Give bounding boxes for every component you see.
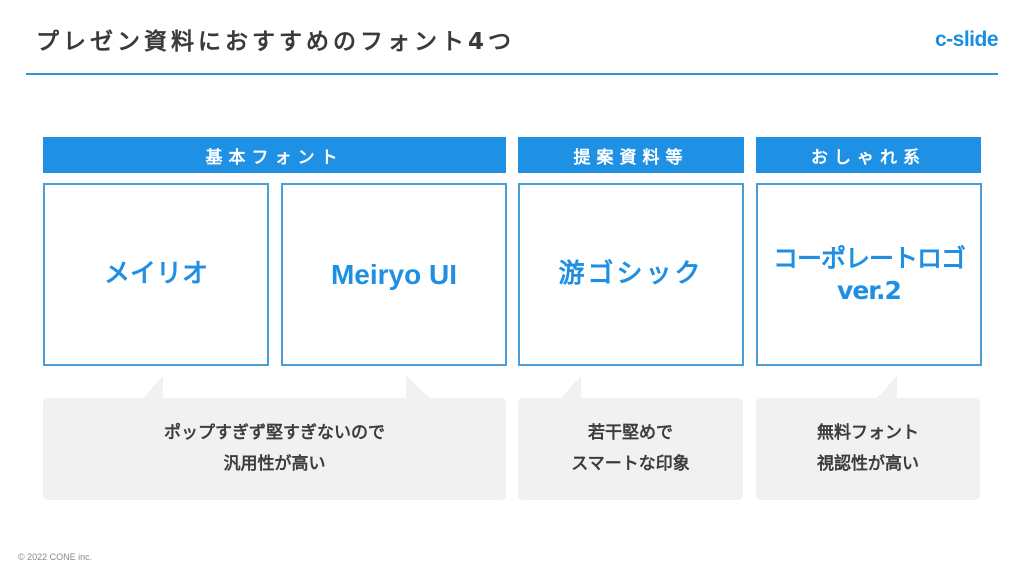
font-card-yu-gothic: 游ゴシック — [518, 183, 744, 366]
category-header-basic: 基本フォント — [43, 137, 506, 173]
font-card-meiryo: メイリオ — [43, 183, 269, 366]
title-divider — [26, 73, 998, 75]
category-header-proposal: 提案資料等 — [518, 137, 744, 173]
category-header-stylish: おしゃれ系 — [756, 137, 981, 173]
copyright-notice: © 2022 CONE inc. — [18, 552, 93, 562]
font-name: Meiryo UI — [330, 259, 458, 290]
bubble-tail — [877, 376, 897, 398]
font-name: コーポレートロゴ ver.2 — [772, 244, 966, 305]
bubble-tail — [561, 376, 581, 398]
font-card-corporate-logo: コーポレートロゴ ver.2 — [756, 183, 982, 366]
comment-bubble-stylish: 無料フォント 視認性が高い — [756, 398, 980, 500]
bubble-tail — [406, 376, 430, 398]
comment-bubble-basic: ポップすぎず堅すぎないので 汎用性が高い — [43, 398, 506, 500]
font-card-meiryo-ui: Meiryo UI — [281, 183, 507, 366]
slide-title: プレゼン資料におすすめのフォント4つ — [36, 29, 516, 55]
bubble-tail — [143, 376, 163, 398]
font-name: メイリオ — [103, 259, 208, 290]
brand-logo: c-slide — [934, 28, 999, 51]
font-name: 游ゴシック — [558, 259, 704, 290]
comment-bubble-proposal: 若干堅めで スマートな印象 — [518, 398, 743, 500]
